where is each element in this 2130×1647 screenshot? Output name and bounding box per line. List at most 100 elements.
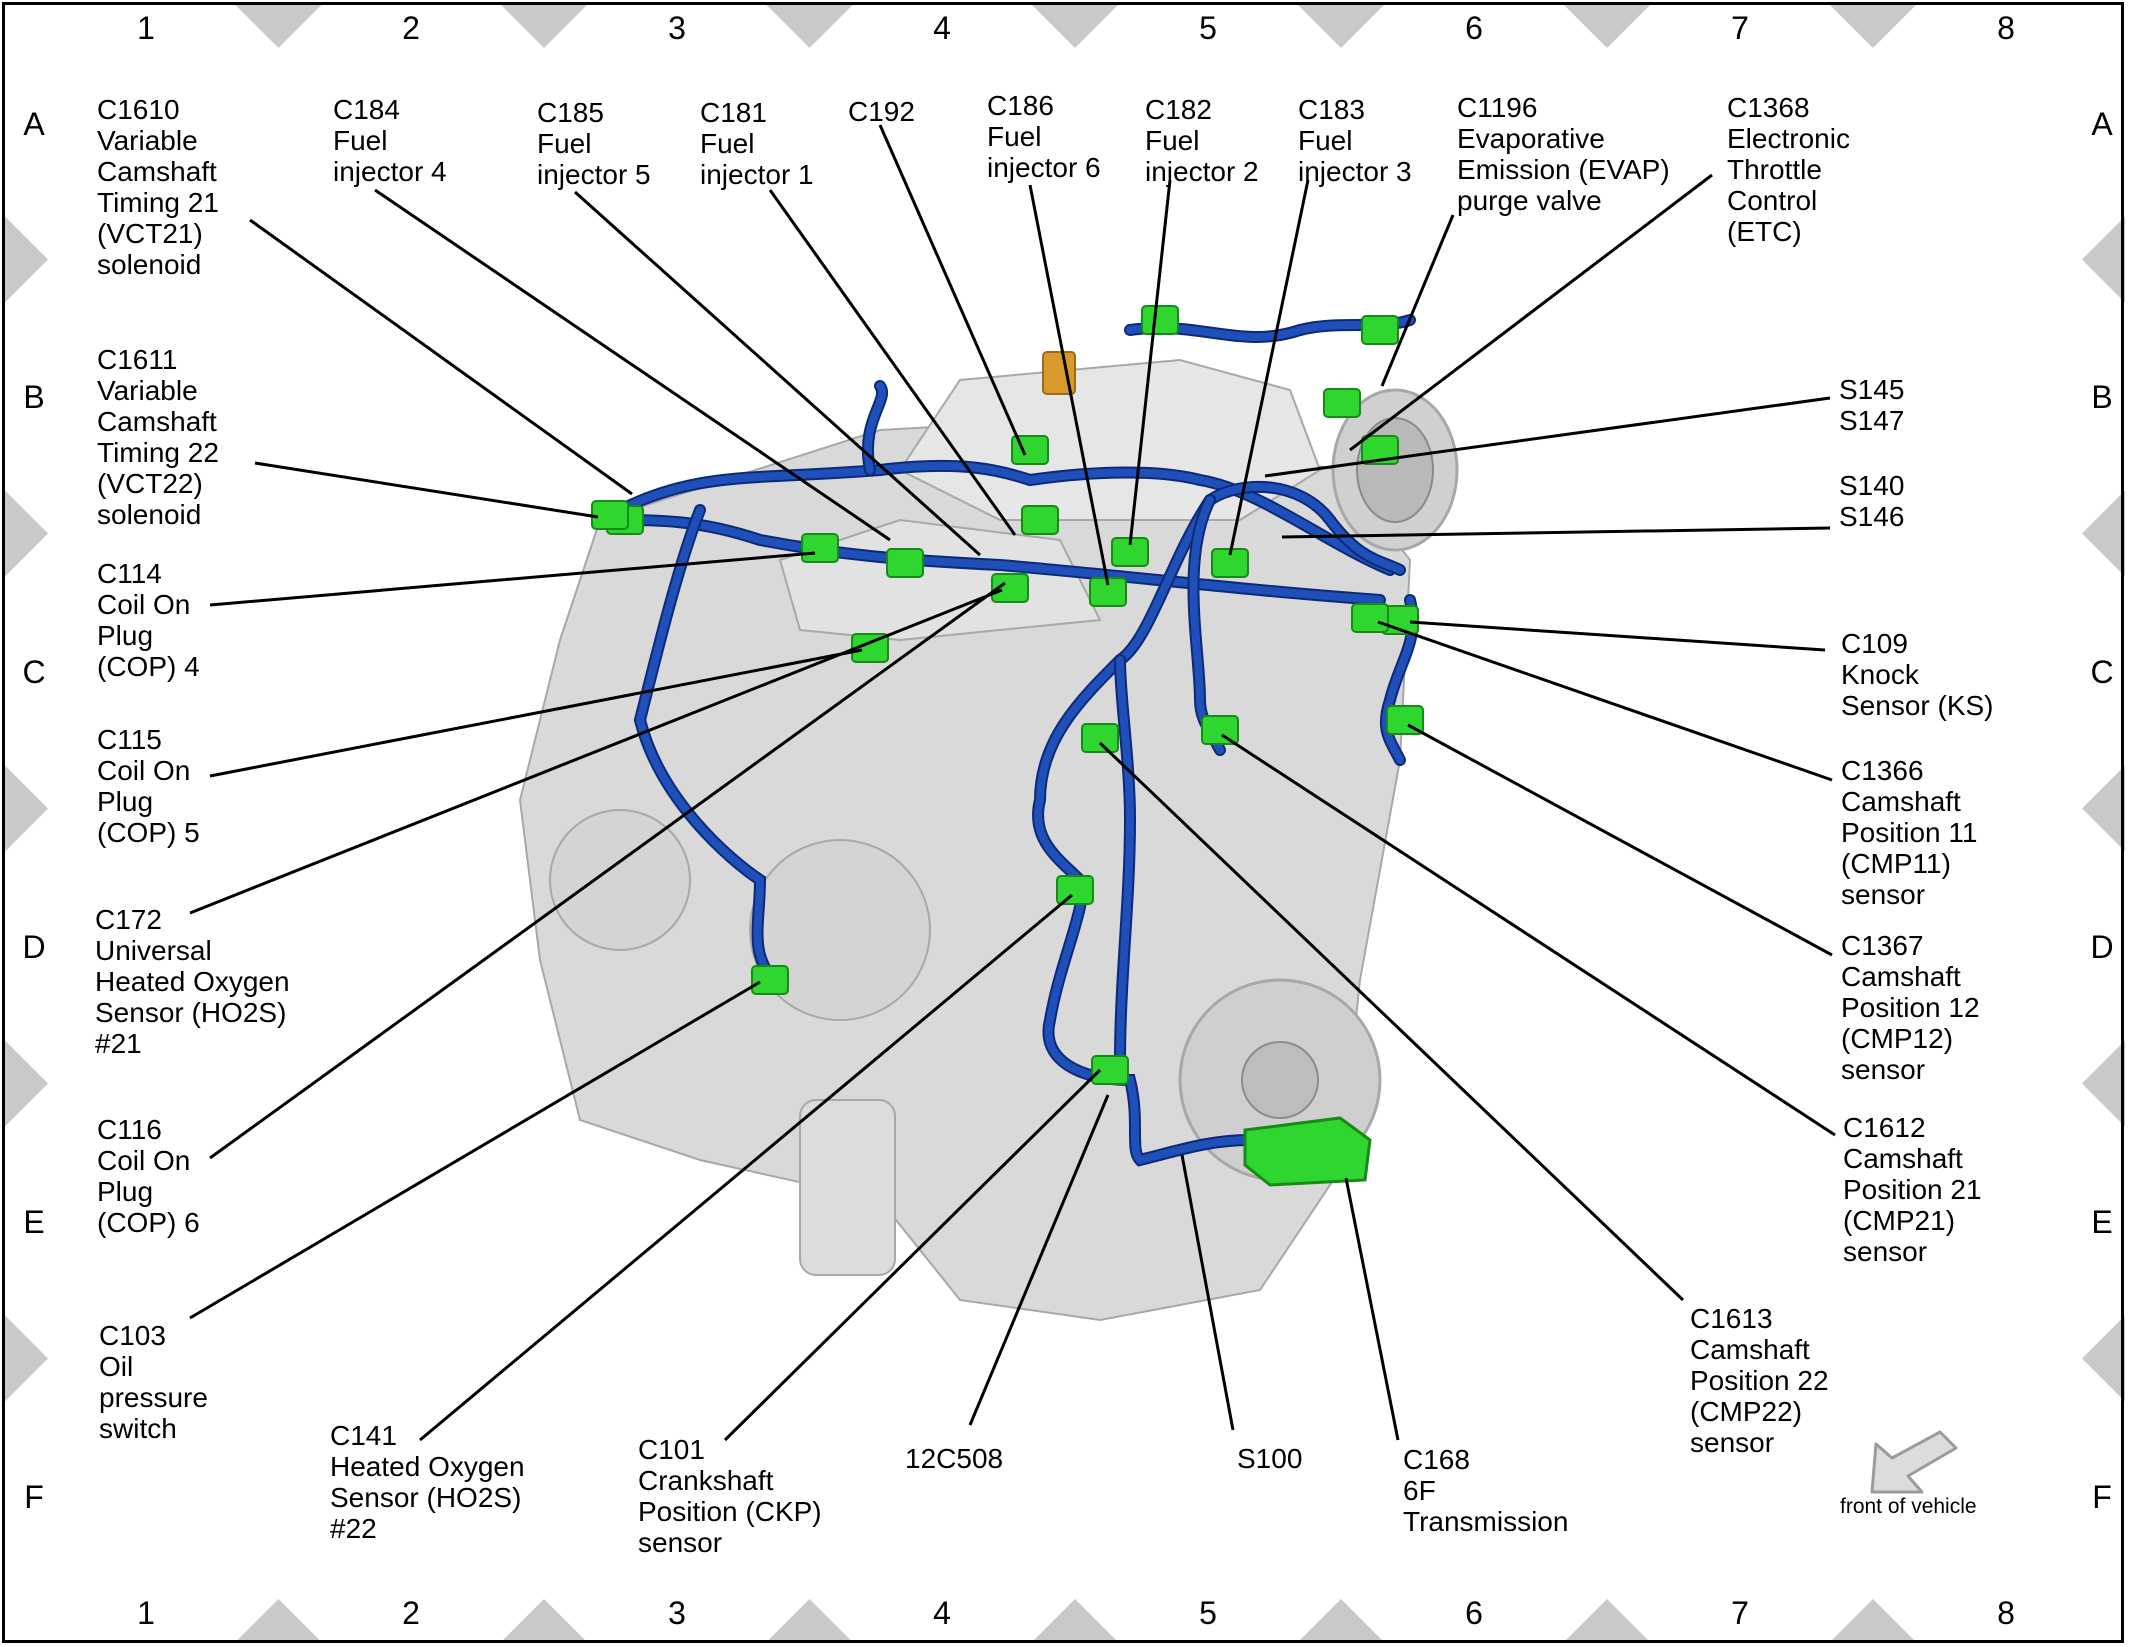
- leader-line: [1344, 1177, 1400, 1441]
- engine-illustration: [518, 351, 1459, 1322]
- front-arrow-shape: [1870, 1430, 1958, 1494]
- leader-line: [189, 588, 1003, 915]
- border-marker-right: [2082, 1040, 2125, 1127]
- grid-row-c-left: C: [22, 654, 46, 690]
- grid-col-7-top: 7: [1731, 10, 1749, 46]
- leader-lines: [189, 124, 1836, 1442]
- leader-line: [1228, 179, 1310, 556]
- leader-line: [189, 980, 761, 1320]
- callout-c1610: C1610 Variable Camshaft Timing 21 (VCT21…: [97, 94, 219, 280]
- leader-line: [374, 188, 891, 542]
- leader-line: [209, 581, 1006, 1160]
- callout-c1367: C1367 Camshaft Position 12 (CMP12) senso…: [1841, 930, 1980, 1085]
- grid-col-7-bottom: 7: [1731, 1595, 1749, 1631]
- border-marker-bottom: [1298, 1599, 1384, 1642]
- border-marker-left: [5, 1315, 48, 1402]
- leader-line: [878, 124, 1027, 456]
- border-marker-right: [2082, 216, 2125, 303]
- harness-wire: [616, 461, 1394, 574]
- connector-c101: [1091, 1055, 1129, 1085]
- callout-c186: C186 Fuel injector 6: [987, 90, 1101, 183]
- border-marker-bottom: [1564, 1599, 1650, 1642]
- crank-pulley: [749, 839, 931, 1021]
- leader-line: [1221, 733, 1836, 1137]
- connector-c1368: [1361, 435, 1399, 465]
- connector-c103: [751, 965, 789, 995]
- grid-col-5-bottom: 5: [1199, 1595, 1217, 1631]
- callout-c114: C114 Coil On Plug (COP) 4: [97, 558, 200, 682]
- connector-evap-b: [1361, 315, 1399, 345]
- leader-line: [1377, 620, 1833, 782]
- callout-c1611: C1611 Variable Camshaft Timing 22 (VCT22…: [97, 344, 219, 530]
- callout-c185: C185 Fuel injector 5: [537, 97, 651, 190]
- border-marker-left: [5, 216, 48, 303]
- callout-c182: C182 Fuel injector 2: [1145, 94, 1259, 187]
- callout-c181: C181 Fuel injector 1: [700, 97, 814, 190]
- border-marker-bottom: [1830, 1599, 1916, 1642]
- connector-c114: [801, 533, 839, 563]
- callout-c103: C103 Oil pressure switch: [99, 1320, 208, 1444]
- border-marker-left: [5, 490, 48, 577]
- leader-line: [573, 190, 982, 557]
- callout-c101: C101 Crankshaft Position (CKP) sensor: [638, 1434, 822, 1558]
- grid-col-8-top: 8: [1997, 10, 2015, 46]
- border-marker-bottom: [1032, 1599, 1118, 1642]
- border-marker-top: [1564, 5, 1650, 48]
- callout-s140-s146: S140 S146: [1839, 470, 1905, 532]
- grid-row-e-left: E: [23, 1204, 45, 1240]
- callout-c168: C168 6F Transmission: [1403, 1444, 1569, 1537]
- leader-line: [1409, 620, 1826, 652]
- callout-c115: C115 Coil On Plug (COP) 5: [97, 724, 200, 848]
- connector-c172: [991, 573, 1029, 603]
- border-marker-left: [5, 1040, 48, 1127]
- connector-c1196: [1141, 305, 1179, 335]
- callout-c116: C116 Coil On Plug (COP) 6: [97, 1114, 200, 1238]
- callout-s100: S100: [1237, 1443, 1303, 1474]
- connector-c1613: [1081, 723, 1119, 753]
- leader-line: [1180, 1154, 1235, 1431]
- callout-12c508: 12C508: [905, 1443, 1004, 1474]
- grid-row-c-right: C: [2090, 654, 2114, 690]
- callout-c172: C172 Universal Heated Oxygen Sensor (HO2…: [95, 904, 290, 1059]
- border-marker-right: [2082, 1315, 2125, 1402]
- callout-c141: C141 Heated Oxygen Sensor (HO2S) #22: [330, 1420, 525, 1544]
- border-marker-bottom: [235, 1599, 322, 1642]
- leader-line: [1380, 214, 1455, 387]
- grid-row-d-left: D: [22, 929, 46, 965]
- border-marker-top: [766, 5, 853, 48]
- grid-col-6-top: 6: [1465, 10, 1483, 46]
- leader-line: [723, 1068, 1102, 1442]
- leader-line: [1128, 179, 1172, 546]
- grid-col-4-top: 4: [933, 10, 951, 46]
- grid-col-3-top: 3: [668, 10, 686, 46]
- border-marker-bottom: [766, 1599, 853, 1642]
- grid-row-a-right: A: [2091, 106, 2113, 142]
- border-marker-top: [1298, 5, 1384, 48]
- harness-wire: [1116, 656, 1135, 1064]
- flywheel-hub: [1241, 1041, 1319, 1119]
- leader-line: [254, 461, 599, 519]
- callout-c1196: C1196 Evaporative Emission (EVAP) purge …: [1457, 92, 1670, 216]
- border-marker-top: [1830, 5, 1916, 48]
- leader-line: [209, 551, 816, 607]
- border-marker-right: [2082, 490, 2125, 577]
- grid-col-4-bottom: 4: [933, 1595, 951, 1631]
- leader-line: [419, 893, 1073, 1442]
- border-marker-left: [5, 765, 48, 852]
- border-marker-right: [2082, 765, 2125, 852]
- leader-line: [1098, 741, 1685, 1302]
- leader-line: [1028, 184, 1110, 586]
- connector-c168: [1243, 1116, 1372, 1187]
- connector-c141: [1056, 875, 1094, 905]
- grid-col-8-bottom: 8: [1997, 1595, 2015, 1631]
- leader-line: [768, 189, 1017, 536]
- leader-line: [249, 218, 633, 496]
- front-of-vehicle-label: front of vehicle: [1840, 1495, 1977, 1518]
- harness-wire: [1206, 482, 1404, 574]
- grid-col-2-bottom: 2: [402, 1595, 420, 1631]
- grid-row-d-right: D: [2090, 929, 2114, 965]
- callout-c183: C183 Fuel injector 3: [1298, 94, 1412, 187]
- callout-c1368: C1368 Electronic Throttle Control (ETC): [1727, 92, 1850, 247]
